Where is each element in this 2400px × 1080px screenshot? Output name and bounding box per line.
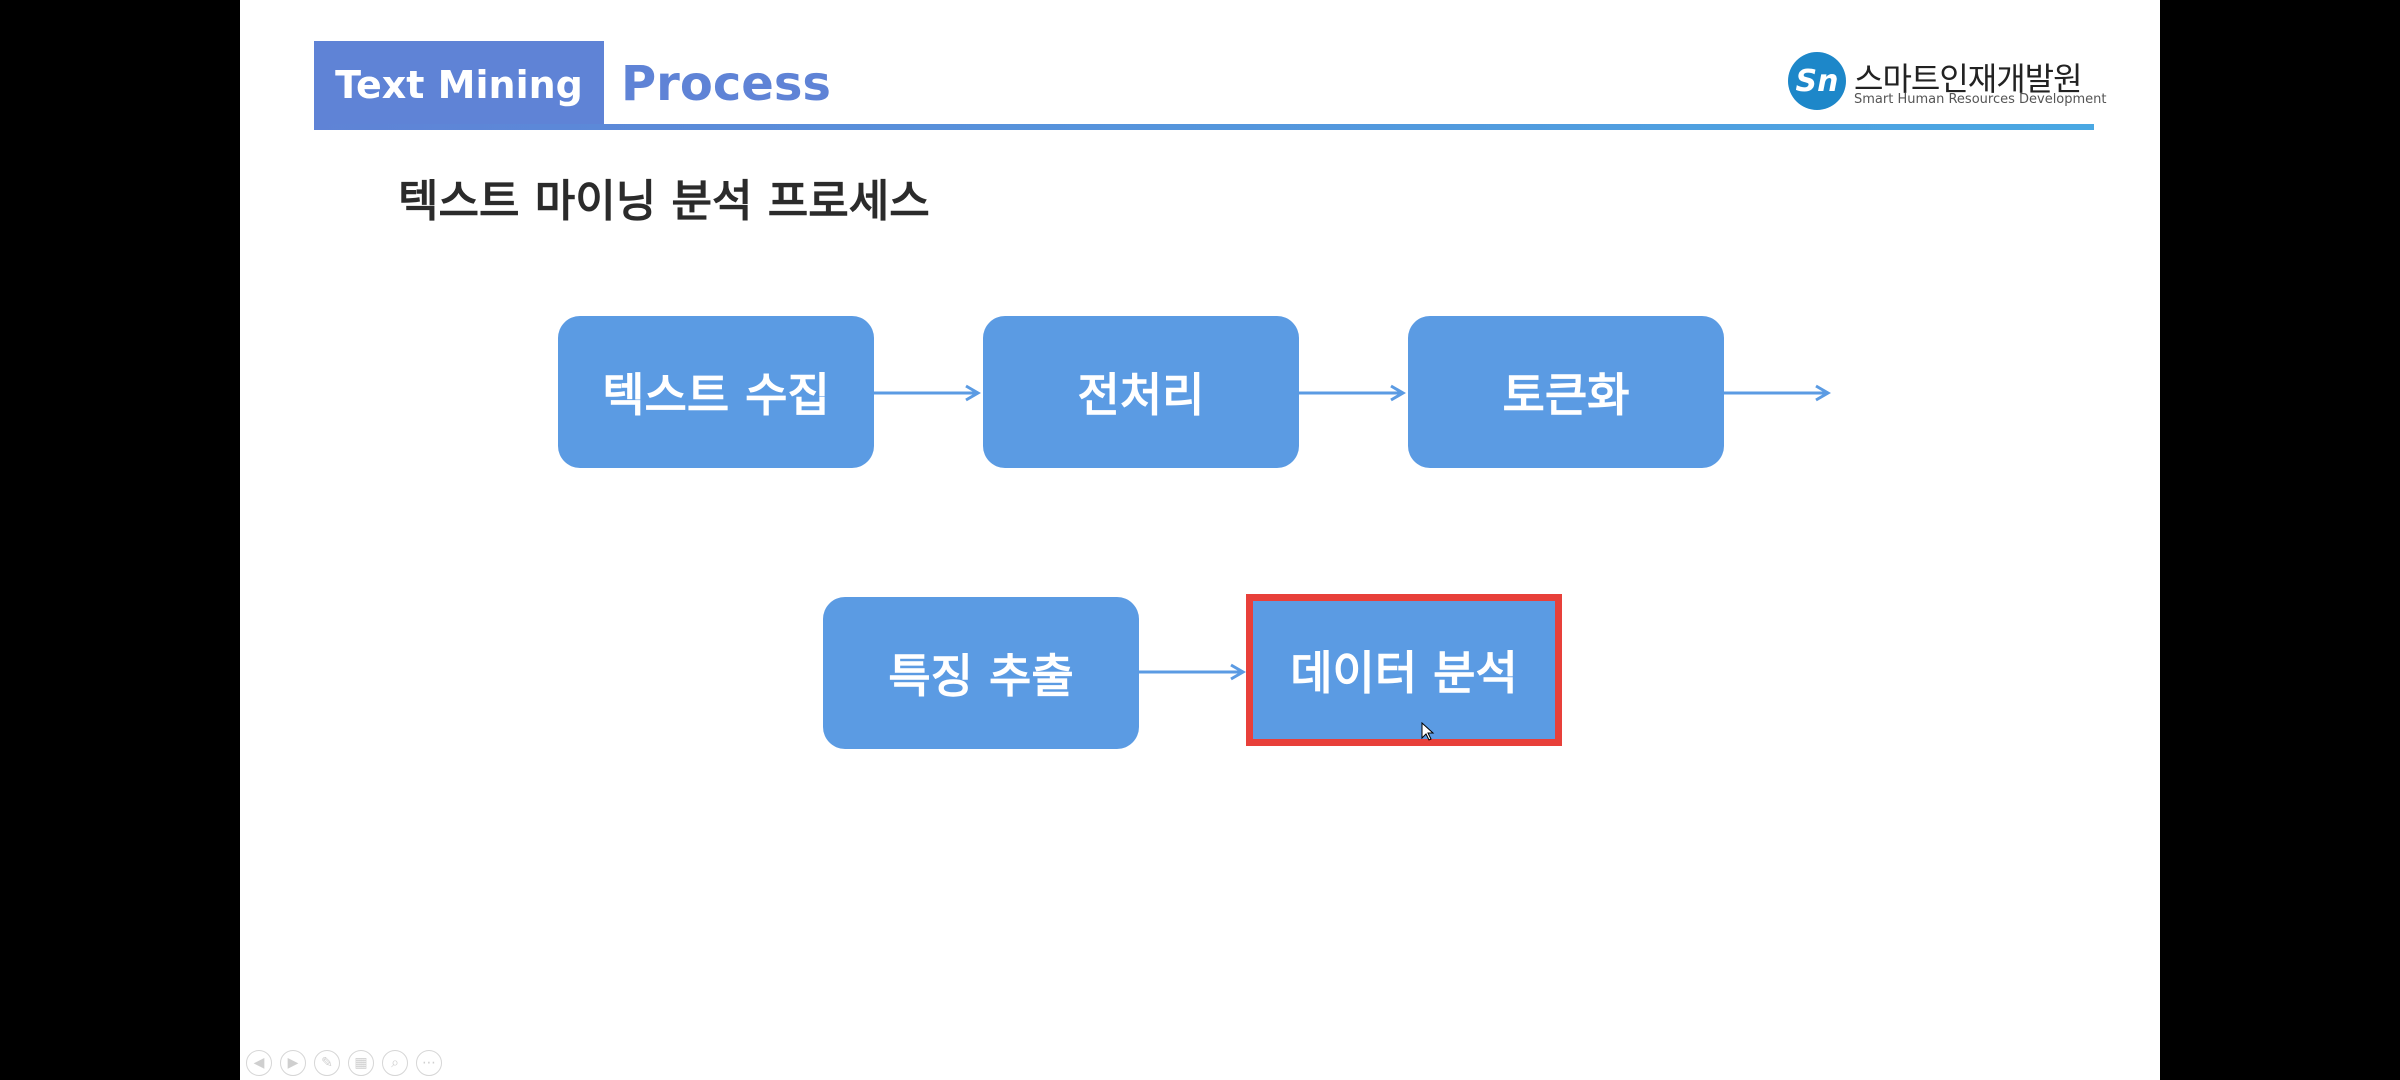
header-divider (314, 124, 2094, 130)
flow-step-tokenization: 토큰화 (1408, 316, 1724, 468)
slideshow-toolbar: ◀ ▶ ✎ ▦ ⌕ ⋯ (246, 1050, 442, 1076)
presentation-slide: Text Mining Process Sn 스마트인재개발원 Smart Hu… (240, 0, 2160, 1080)
flow-arrow-1 (874, 384, 981, 402)
slide-subtitle: 텍스트 마이닝 분석 프로세스 (398, 176, 930, 227)
mouse-cursor-icon (1421, 722, 1435, 741)
flow-arrow-3 (1724, 384, 1831, 402)
flow-step-preprocessing: 전처리 (983, 316, 1299, 468)
header-tag: Text Mining (314, 41, 604, 129)
more-icon[interactable]: ⋯ (416, 1050, 442, 1076)
logo-name: 스마트인재개발원 (1854, 60, 2083, 98)
previous-icon[interactable]: ◀ (246, 1050, 272, 1076)
logo-mark-icon: Sn (1788, 52, 1846, 110)
next-icon[interactable]: ▶ (280, 1050, 306, 1076)
flow-step-text-collection: 텍스트 수집 (558, 316, 874, 468)
flow-arrow-2 (1299, 384, 1406, 402)
zoom-icon[interactable]: ⌕ (382, 1050, 408, 1076)
flow-step-data-analysis: 데이터 분석 (1246, 594, 1562, 746)
logo-subtitle: Smart Human Resources Development (1854, 92, 2107, 107)
company-logo: Sn 스마트인재개발원 Smart Human Resources Develo… (1788, 50, 2107, 114)
header-title: Process (621, 56, 831, 112)
slides-icon[interactable]: ▦ (348, 1050, 374, 1076)
flow-step-feature-extraction: 특징 추출 (823, 597, 1139, 749)
pen-icon[interactable]: ✎ (314, 1050, 340, 1076)
flow-arrow-4 (1139, 663, 1246, 681)
